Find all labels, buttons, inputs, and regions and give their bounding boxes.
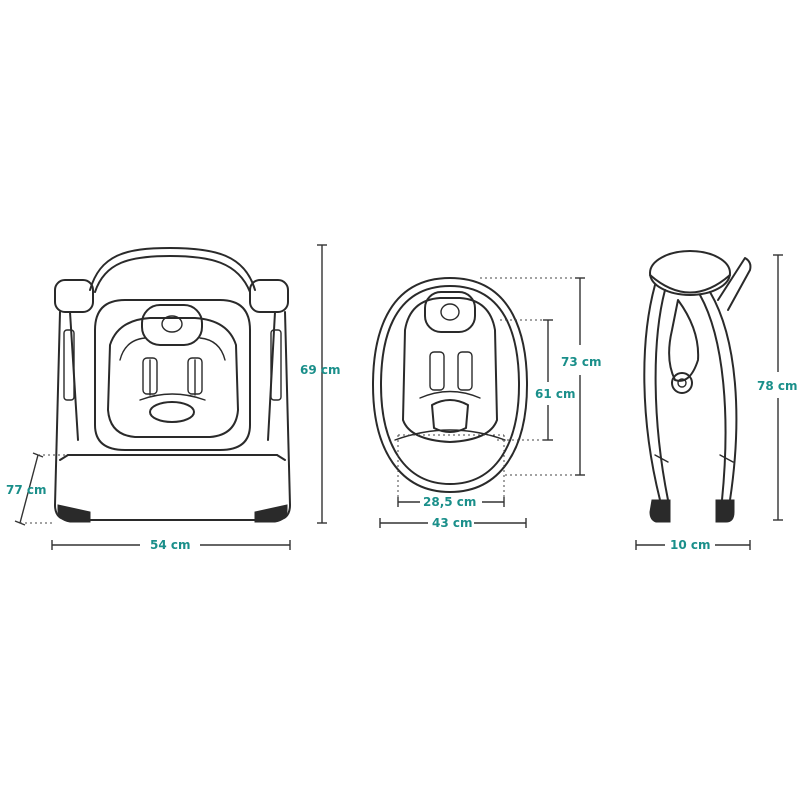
dim-front-height: 69 cm	[300, 244, 341, 524]
label-seat-outer-height: 73 cm	[561, 355, 602, 369]
dim-side-height: 78 cm	[757, 254, 798, 521]
dim-front-seat-height: 77 cm	[6, 452, 68, 526]
dim-seat-outer-height: 73 cm	[561, 277, 602, 476]
front-view-swing	[54, 247, 291, 523]
dim-front-width: 54 cm	[51, 538, 291, 552]
dim-side-width: 10 cm	[635, 538, 751, 552]
label-side-width: 10 cm	[670, 538, 711, 552]
label-front-height: 69 cm	[300, 363, 341, 377]
label-side-height: 78 cm	[757, 379, 798, 393]
seat-view	[372, 277, 528, 493]
side-view-folded	[643, 250, 752, 523]
label-seat-outer-width: 43 cm	[432, 516, 473, 530]
label-seat-inner-width: 28,5 cm	[423, 495, 476, 509]
seat-guides	[397, 277, 580, 505]
label-front-width: 54 cm	[150, 538, 191, 552]
dim-seat-outer-width: 43 cm	[379, 516, 527, 530]
dim-seat-inner-width: 28,5 cm	[397, 495, 505, 509]
label-seat-inner-height: 61 cm	[535, 387, 576, 401]
label-front-seat-height: 77 cm	[6, 483, 47, 497]
dim-seat-inner-height: 61 cm	[535, 319, 576, 441]
